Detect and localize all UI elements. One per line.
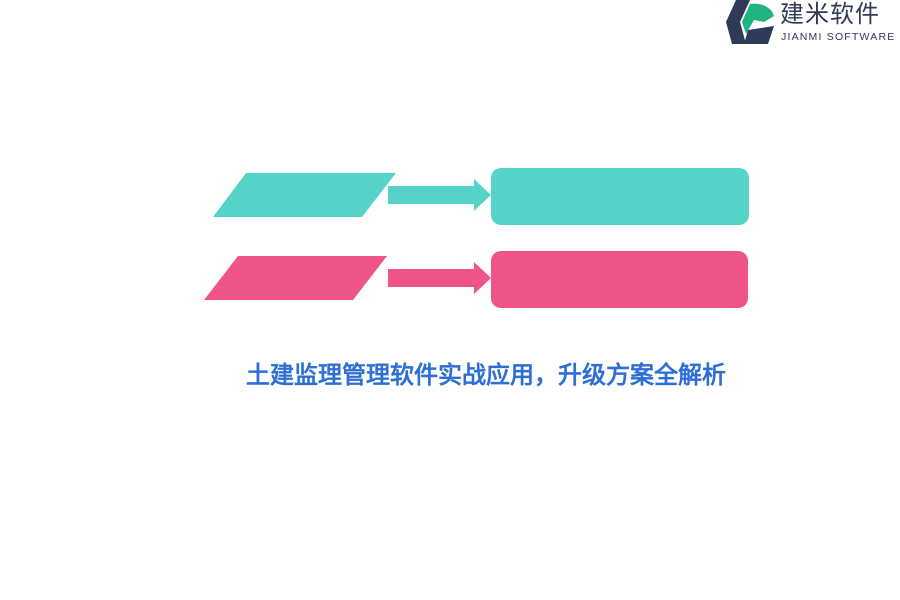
brand-logo: 建米软件 JIANMI SOFTWARE bbox=[724, 0, 900, 46]
output-box-2 bbox=[491, 251, 748, 308]
input-parallelogram-1 bbox=[213, 173, 396, 217]
diagram-caption: 土建监理管理软件实战应用，升级方案全解析 bbox=[246, 361, 726, 389]
arrow-right-icon-2 bbox=[388, 262, 491, 294]
brand-name-en: JIANMI SOFTWARE bbox=[781, 31, 896, 43]
jianmi-logo-icon bbox=[726, 0, 774, 44]
output-box-1 bbox=[491, 168, 749, 225]
arrow-right-icon-1 bbox=[388, 179, 491, 211]
brand-name-cn: 建米软件 bbox=[780, 0, 880, 28]
input-parallelogram-2 bbox=[204, 256, 387, 300]
